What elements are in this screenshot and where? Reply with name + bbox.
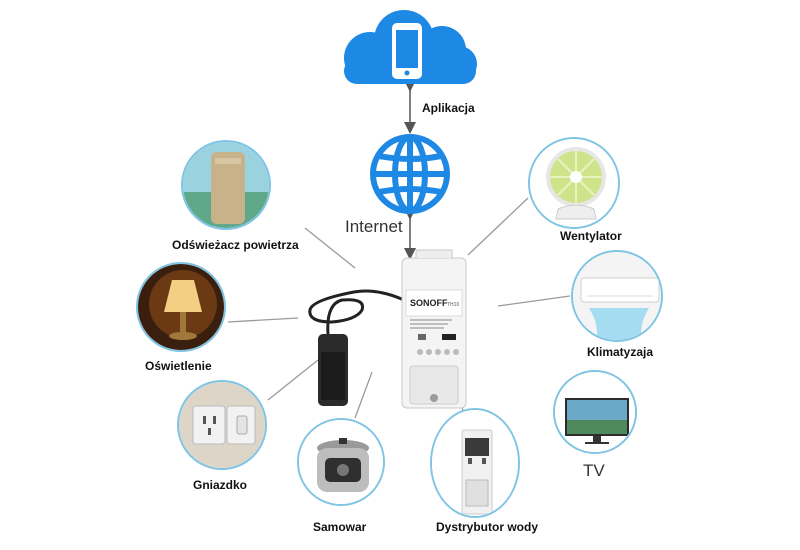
label-socket: Gniazdko bbox=[193, 478, 248, 492]
line-cooker bbox=[354, 371, 373, 419]
label-internet: Internet bbox=[345, 217, 403, 236]
label-air-freshener: Odświeżacz powietrza bbox=[172, 238, 299, 252]
water-dispenser-image bbox=[430, 408, 520, 518]
label-fan: Wentylator bbox=[560, 229, 622, 243]
air-freshener-image bbox=[181, 140, 271, 230]
lighting-image bbox=[136, 262, 226, 352]
line-ac bbox=[497, 295, 571, 307]
line-socket bbox=[267, 359, 319, 401]
line-fan bbox=[467, 197, 529, 256]
line-air-freshener bbox=[304, 227, 356, 269]
socket-image bbox=[177, 380, 267, 470]
label-tv: TV bbox=[583, 461, 605, 480]
device-model: TH10 bbox=[447, 302, 459, 308]
air-conditioner-image bbox=[571, 250, 663, 342]
tv-image bbox=[553, 370, 637, 454]
line-lighting bbox=[227, 317, 299, 323]
label-lighting: Oświetlenie bbox=[145, 359, 212, 373]
device-brand: SONOFF bbox=[410, 298, 448, 308]
label-cooker: Samowar bbox=[313, 520, 367, 534]
label-app: Aplikacja bbox=[422, 101, 475, 115]
sonoff-device: SONOFF TH10 bbox=[308, 249, 467, 409]
label-air-conditioner: Klimatyzaja bbox=[587, 345, 654, 359]
smartphone-icon bbox=[392, 23, 422, 79]
cloud-icon bbox=[344, 10, 477, 84]
fan-image bbox=[528, 137, 620, 229]
globe-icon bbox=[370, 134, 450, 214]
label-water-dispenser: Dystrybutor wody bbox=[436, 520, 539, 534]
cooker-image bbox=[297, 418, 385, 506]
